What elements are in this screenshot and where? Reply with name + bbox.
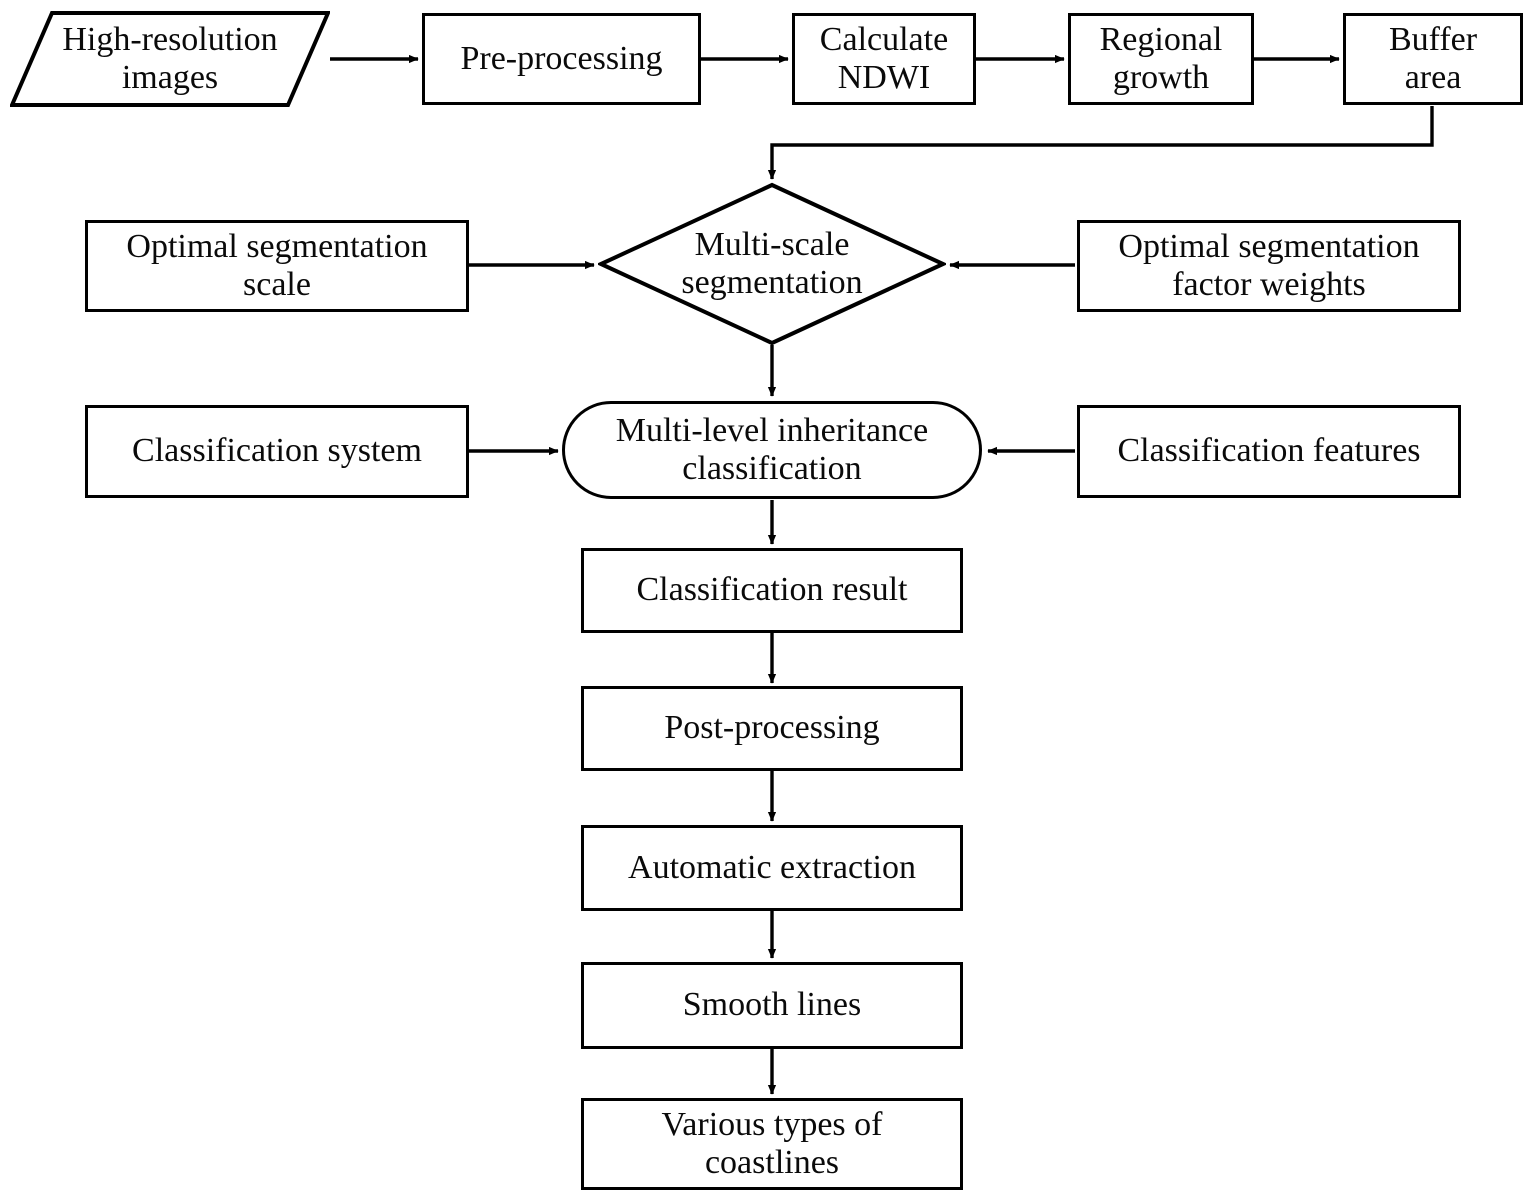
node-label: Regional growth bbox=[1099, 20, 1223, 96]
node-optimal-segmentation-factor-weights[interactable]: Optimal segmentation factor weights bbox=[1077, 220, 1461, 312]
node-label: Optimal segmentation scale bbox=[126, 227, 428, 303]
node-label: Pre-processing bbox=[460, 39, 663, 77]
node-various-types-of-coastlines[interactable]: Various types of coastlines bbox=[581, 1098, 963, 1190]
parallelogram-shape bbox=[10, 11, 330, 107]
node-post-processing[interactable]: Post-processing bbox=[581, 686, 963, 771]
node-label: Classification result bbox=[636, 571, 908, 609]
edge-buffer-to-segmentation bbox=[767, 106, 1434, 180]
node-optimal-segmentation-scale[interactable]: Optimal segmentation scale bbox=[85, 220, 469, 312]
node-label: Multi-level inheritance classification bbox=[615, 411, 929, 487]
node-multi-level-inheritance-classification[interactable]: Multi-level inheritance classification bbox=[562, 401, 982, 499]
node-label: Post-processing bbox=[664, 709, 880, 747]
node-classification-result[interactable]: Classification result bbox=[581, 548, 963, 633]
node-buffer-area[interactable]: Buffer area bbox=[1343, 13, 1523, 105]
node-label: Smooth lines bbox=[682, 986, 862, 1024]
node-label: Multi-scale segmentation bbox=[681, 225, 863, 301]
node-pre-processing[interactable]: Pre-processing bbox=[422, 13, 701, 105]
node-label: Classification system bbox=[132, 432, 422, 470]
node-classification-system[interactable]: Classification system bbox=[85, 405, 469, 498]
node-label: Classification features bbox=[1117, 432, 1421, 470]
node-multi-scale-segmentation[interactable]: Multi-scale segmentation bbox=[598, 182, 946, 346]
node-label: High-resolution images bbox=[62, 20, 278, 96]
node-label: Optimal segmentation factor weights bbox=[1118, 227, 1420, 303]
node-classification-features[interactable]: Classification features bbox=[1077, 405, 1461, 498]
node-label: Various types of coastlines bbox=[661, 1105, 883, 1181]
node-smooth-lines[interactable]: Smooth lines bbox=[581, 962, 963, 1049]
node-label: Calculate NDWI bbox=[819, 20, 949, 96]
node-calculate-ndwi[interactable]: Calculate NDWI bbox=[792, 13, 976, 105]
node-label: Automatic extraction bbox=[628, 848, 916, 886]
node-label: Buffer area bbox=[1388, 20, 1478, 96]
node-high-resolution-images[interactable]: High-resolution images bbox=[10, 11, 330, 107]
diamond-shape bbox=[598, 182, 946, 346]
node-regional-growth[interactable]: Regional growth bbox=[1068, 13, 1254, 105]
node-automatic-extraction[interactable]: Automatic extraction bbox=[581, 825, 963, 911]
